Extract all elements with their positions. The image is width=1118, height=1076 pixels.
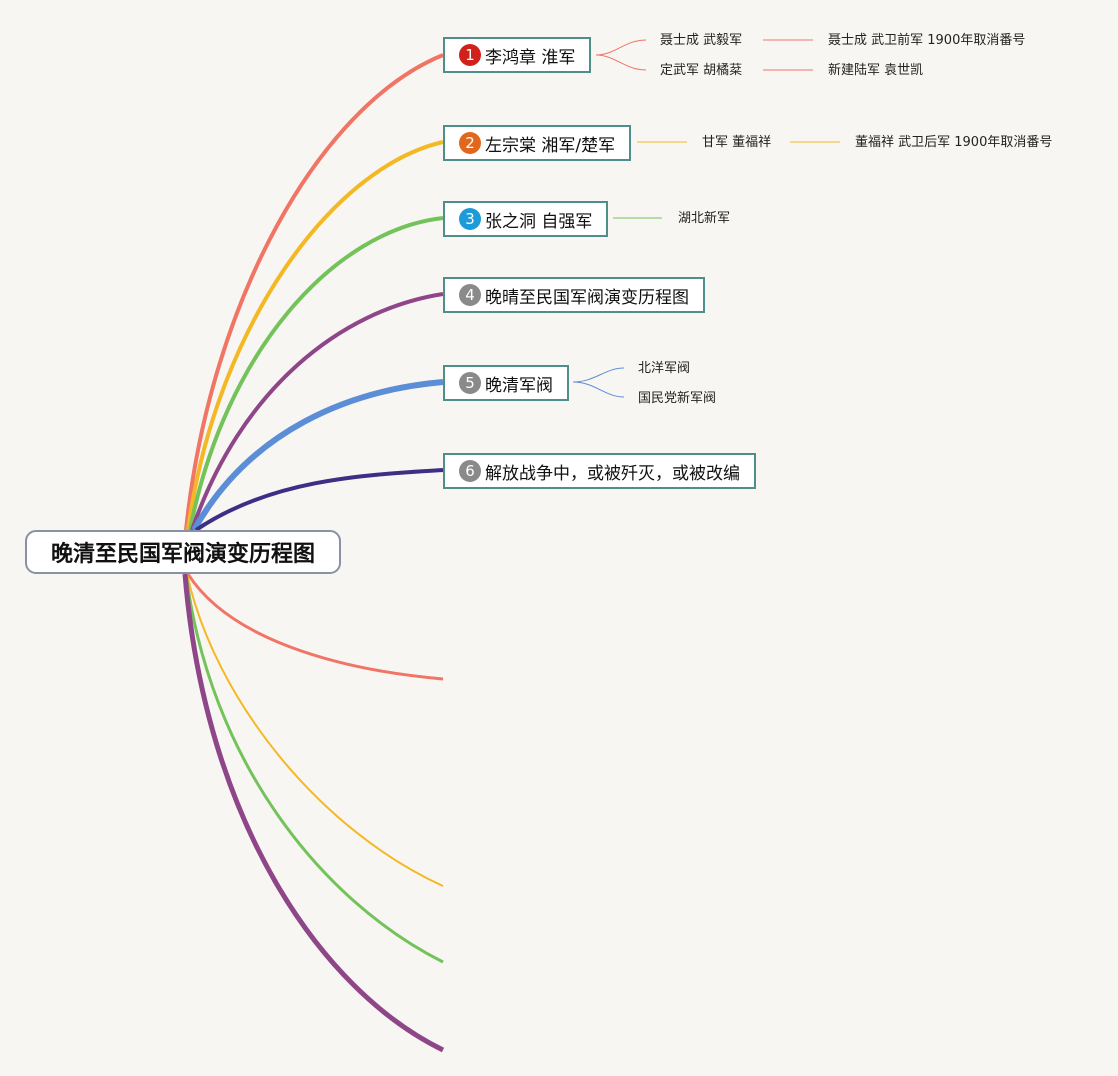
number-4-icon: 4: [459, 284, 481, 306]
sub-branch-1b: [595, 54, 647, 71]
sub-branch-5a: [572, 367, 625, 383]
empty-branch-1: [186, 573, 444, 681]
topic-label-1: 李鸿章 淮军: [485, 47, 576, 68]
leaf-2-1[interactable]: 董福祥 武卫后军 1900年取消番号: [855, 135, 1053, 150]
topic-label-4: 晚晴至民国军阀演变历程图: [485, 287, 689, 308]
number-2-icon: 2: [459, 132, 481, 154]
subtopic-3-1[interactable]: 湖北新军: [678, 211, 731, 226]
number-3-icon: 3: [459, 208, 481, 230]
subtopic-1-1[interactable]: 聂士成 武毅军: [660, 33, 743, 48]
leaf-1-2[interactable]: 新建陆军 袁世凯: [828, 63, 924, 78]
root-node[interactable]: 晚清至民国军阀演变历程图: [25, 530, 341, 574]
leaf-1-1[interactable]: 聂士成 武卫前军 1900年取消番号: [828, 33, 1026, 48]
branch-line-3: [188, 216, 444, 531]
topic-node-4[interactable]: 4 晚晴至民国军阀演变历程图: [443, 277, 705, 313]
topic-label-6: 解放战争中，或被歼灭，或被改编: [485, 463, 740, 484]
subtopic-2-1[interactable]: 甘军 董福祥: [702, 135, 772, 150]
subtopic-1-2[interactable]: 定武军 胡橘棻: [660, 63, 743, 78]
branch-line-5: [191, 379, 444, 532]
topic-label-2: 左宗棠 湘军/楚军: [485, 135, 616, 156]
topic-node-3[interactable]: 3 张之洞 自强军: [443, 201, 609, 237]
topic-label-3: 张之洞 自强军: [485, 211, 593, 232]
topic-node-2[interactable]: 2 左宗棠 湘军/楚军: [443, 125, 632, 161]
subtopic-5-1[interactable]: 北洋军阀: [638, 361, 691, 376]
topic-label-5: 晚清军阀: [485, 375, 553, 396]
topic-node-6[interactable]: 6 解放战争中，或被歼灭，或被改编: [443, 453, 756, 489]
branch-line-2: [186, 140, 444, 531]
branch-line-1: [184, 53, 444, 531]
topic-node-5[interactable]: 5 晚清军阀: [443, 365, 569, 401]
empty-branch-4: [182, 573, 445, 1053]
sub-branch-1a: [595, 39, 647, 56]
subtopic-5-2[interactable]: 国民党新军阀: [638, 391, 717, 406]
topic-node-1[interactable]: 1 李鸿章 淮军: [443, 37, 592, 73]
number-1-icon: 1: [459, 44, 481, 66]
empty-branch-3: [184, 573, 444, 964]
number-5-icon: 5: [459, 372, 481, 394]
branch-line-6: [194, 468, 444, 532]
empty-branch-2: [186, 573, 444, 887]
number-6-icon: 6: [459, 460, 481, 482]
sub-branch-5b: [572, 381, 625, 398]
root-title: 晚清至民国军阀演变历程图: [50, 542, 315, 567]
branch-line-4: [190, 292, 444, 531]
